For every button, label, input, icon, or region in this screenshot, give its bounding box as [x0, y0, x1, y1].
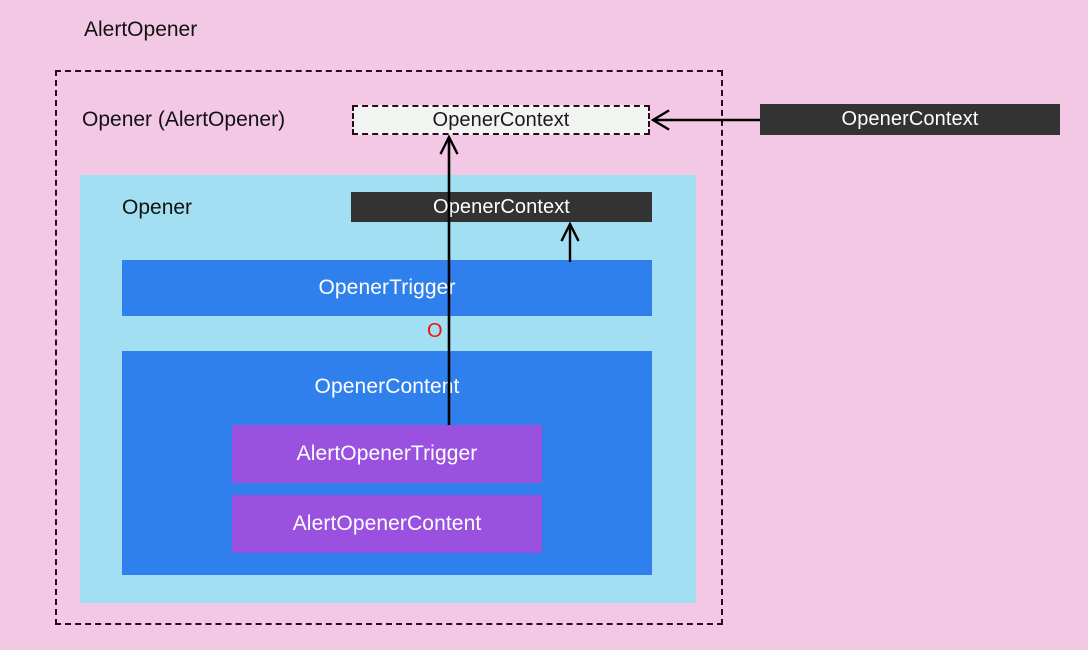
red-circle-marker-icon: O: [427, 320, 443, 342]
outer-container-label: Opener (AlertOpener): [82, 108, 286, 131]
alert-opener-content-box: AlertOpenerContent: [232, 495, 542, 553]
opener-region-label: Opener: [122, 196, 193, 219]
opener-context-provider-box: OpenerContext: [351, 192, 652, 222]
alert-opener-trigger-box: AlertOpenerTrigger: [232, 425, 542, 483]
opener-context-external-box: OpenerContext: [760, 104, 1060, 135]
outer-dashed-container: [55, 70, 723, 625]
page-title: AlertOpener: [84, 18, 198, 41]
opener-trigger-box: OpenerTrigger: [122, 260, 652, 316]
opener-context-consumer-box: OpenerContext: [352, 105, 650, 135]
